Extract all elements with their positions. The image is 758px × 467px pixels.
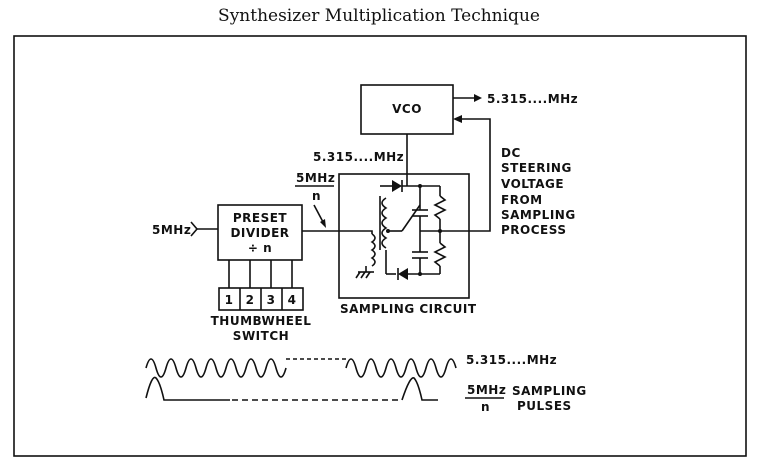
sampling-circuit-schematic	[355, 180, 447, 280]
thumbwheel-digit-4: 4	[288, 293, 297, 307]
input-freq-label: 5MHz	[152, 223, 191, 237]
vco-block: VCO	[360, 84, 454, 135]
svg-text:PRESET: PRESET	[233, 211, 288, 225]
svg-text:VOLTAGE: VOLTAGE	[501, 177, 564, 191]
wave-freq-label: 5.315....MHz	[466, 353, 557, 367]
dc-steering-label: DC STEERING VOLTAGE FROM SAMPLING PROCES…	[501, 146, 576, 237]
svg-text:n: n	[312, 189, 321, 203]
svg-text:SWITCH: SWITCH	[233, 329, 289, 343]
vco-output-freq: 5.315....MHz	[487, 92, 578, 106]
pulse-freq-num: 5MHz	[467, 383, 506, 397]
thumbwheel-switch: 1 2 3 4 THUMBWHEEL SWITCH	[211, 260, 312, 343]
pulse-label-pulses: PULSES	[517, 399, 572, 413]
sampling-circuit-box	[338, 173, 470, 299]
divider-output-line	[302, 230, 373, 234]
svg-text:DIVIDER: DIVIDER	[230, 226, 289, 240]
thumbwheel-digit-2: 2	[246, 293, 255, 307]
svg-text:THUMBWHEEL: THUMBWHEEL	[211, 314, 312, 328]
preset-divider-block: PRESET DIVIDER ÷ n	[217, 204, 303, 261]
vco-label: VCO	[392, 102, 422, 116]
thumbwheel-digit-3: 3	[267, 293, 276, 307]
thumbwheel-digit-1: 1	[225, 293, 234, 307]
pulse-label-sampling: SAMPLING	[512, 384, 587, 398]
svg-text:PROCESS: PROCESS	[501, 223, 567, 237]
feedback-line	[441, 115, 491, 232]
divided-freq-annotation: 5MHz n	[295, 171, 335, 228]
sampling-circuit-label: SAMPLING CIRCUIT	[340, 302, 477, 316]
input-connector	[190, 221, 218, 237]
svg-text:SAMPLING: SAMPLING	[501, 208, 576, 222]
vco-output: 5.315....MHz	[453, 92, 578, 106]
svg-text:5MHz: 5MHz	[296, 171, 335, 185]
diagram-title: Synthesizer Multiplication Technique	[218, 6, 540, 26]
svg-text:FROM: FROM	[501, 193, 543, 207]
svg-text:DC: DC	[501, 146, 521, 160]
sampling-pulses-waveform: 5MHz n SAMPLING PULSES	[145, 376, 587, 414]
svg-text:÷ n: ÷ n	[248, 241, 272, 255]
vco-input-freq: 5.315....MHz	[313, 150, 404, 164]
sine-waveform: 5.315....MHz	[145, 353, 557, 378]
diagram-frame	[13, 35, 747, 457]
svg-text:STEERING: STEERING	[501, 161, 572, 175]
pulse-freq-den: n	[481, 400, 490, 414]
